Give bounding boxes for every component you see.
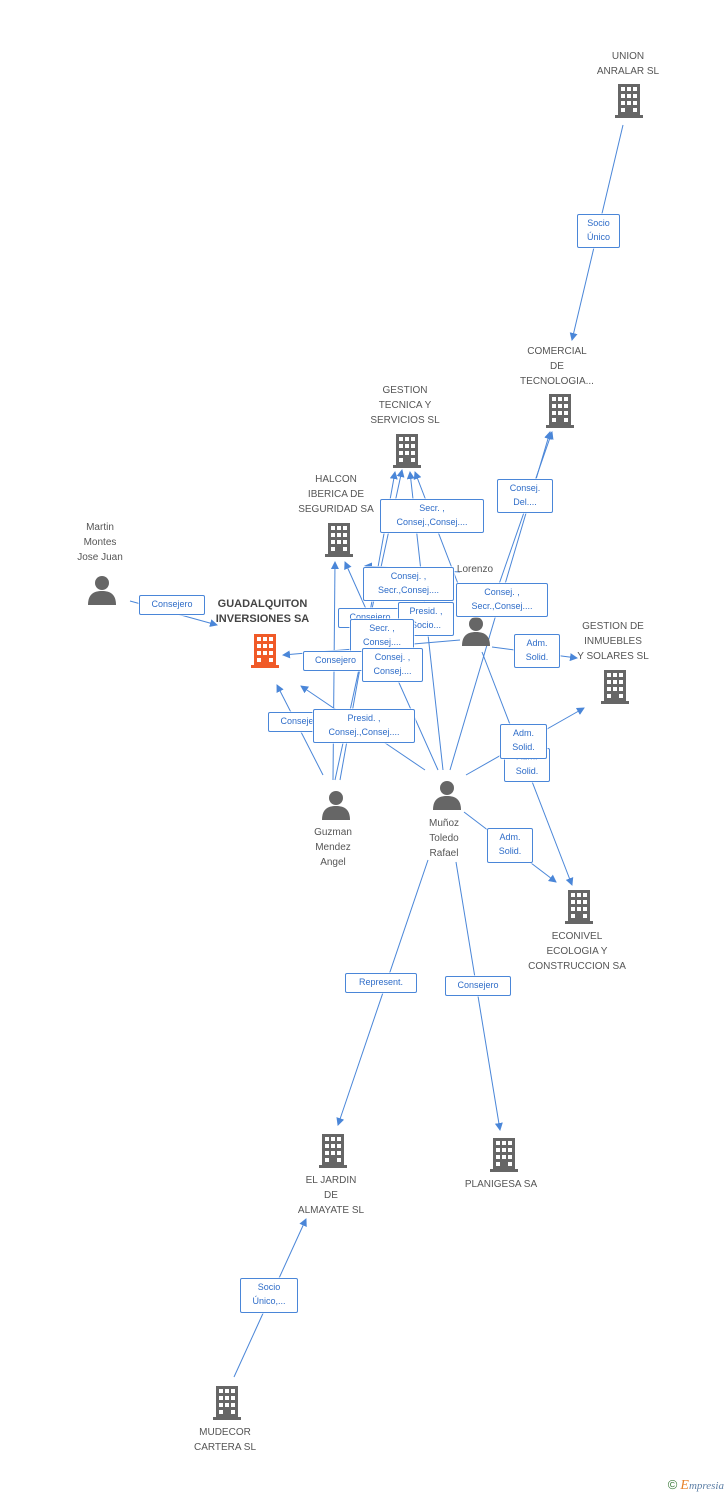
edge-label-consejero-guad1[interactable]: Consejero	[303, 651, 368, 671]
node-label-halcon-iberica[interactable]: HALCON IBERICA DE SEGURIDAD SA	[298, 474, 374, 515]
node-label-comercial-tecnologia[interactable]: COMERCIAL DE TECNOLOGIA...	[520, 346, 594, 387]
edge-label-consej-del[interactable]: Consej. Del....	[497, 479, 553, 513]
node-label-union-anralar[interactable]: UNION ANRALAR SL	[596, 51, 660, 77]
edge-label-consej-secr-consej[interactable]: Consej. , Secr.,Consej....	[363, 567, 454, 601]
copyright-symbol: ©	[667, 1477, 678, 1492]
econivel-building-icon[interactable]	[565, 890, 593, 924]
edge-label-adm-solid-econivel[interactable]: Adm. Solid.	[487, 828, 533, 863]
edge-guzman-halcon	[330, 561, 339, 781]
planigesa-building-icon[interactable]	[490, 1138, 518, 1172]
jardin-building-icon[interactable]	[319, 1134, 347, 1168]
edge-label-secr-consej[interactable]: Secr. , Consej....	[350, 619, 414, 653]
edge-label-adm-solid-munoz-inmuebles[interactable]: Adm. Solid.	[500, 724, 547, 759]
edge-label-presid-consej-consej[interactable]: Presid. , Consej.,Consej....	[313, 709, 415, 743]
node-label-lorenzo[interactable]: Lorenzo Navarro	[456, 564, 494, 575]
node-label-gestion-inmuebles[interactable]: GESTION DE INMUEBLES Y SOLARES SL	[577, 621, 649, 662]
edge-label-consej-consej[interactable]: Consej. , Consej....	[362, 648, 423, 682]
edge-munoz-planigesa	[455, 861, 503, 1131]
edge-label-consejero-martin[interactable]: Consejero	[139, 595, 205, 615]
node-label-planigesa[interactable]: PLANIGESA SA	[464, 1179, 538, 1190]
comercial-tecnologia-building-icon[interactable]	[546, 394, 574, 428]
edge-label-represent[interactable]: Represent.	[345, 973, 417, 993]
gestion-inmuebles-building-icon[interactable]	[601, 670, 629, 704]
node-label-gestion-tecnica[interactable]: GESTION TECNICA Y SERVICIOS SL	[370, 385, 440, 426]
gestion-tecnica-building-icon[interactable]	[393, 434, 421, 468]
edge-label-adm-solid-lorenzo[interactable]: Adm. Solid.	[514, 634, 560, 668]
guadalquiton-building-icon[interactable]	[251, 634, 279, 668]
node-label-munoz[interactable]: Muñoz Toledo Rafael	[428, 818, 459, 859]
edge-label-socio-unico-mudecor[interactable]: Socio Único,...	[240, 1278, 298, 1313]
node-icons	[88, 84, 643, 1420]
node-label-guadalquiton[interactable]: GUADALQUITON INVERSIONES SA	[215, 598, 310, 625]
edge-label-consej-secr-consej-lorenzo[interactable]: Consej. , Secr.,Consej....	[456, 583, 548, 617]
martin-montes-person-icon[interactable]	[88, 576, 116, 605]
node-label-econivel[interactable]: ECONIVEL ECOLOGIA Y CONSTRUCCION SA	[528, 931, 626, 972]
edge-label-secr-consej-consej[interactable]: Secr. , Consej.,Consej....	[380, 499, 484, 533]
node-label-guzman[interactable]: Guzman Mendez Angel	[314, 827, 352, 868]
guzman-person-icon[interactable]	[322, 791, 350, 820]
lorenzo-person-icon[interactable]	[462, 617, 490, 646]
munoz-person-icon[interactable]	[433, 781, 461, 810]
copyright-brand: ©Empresia	[668, 1477, 724, 1494]
node-label-jardin[interactable]: EL JARDIN DE ALMAYATE SL	[297, 1175, 365, 1216]
node-label-mudecor[interactable]: MUDECOR CARTERA SL	[193, 1427, 257, 1453]
edge-label-socio-unico[interactable]: Socio Único	[577, 214, 620, 248]
mudecor-building-icon[interactable]	[213, 1386, 241, 1420]
edge-label-consejero-planigesa[interactable]: Consejero	[445, 976, 511, 996]
node-label-martin-montes[interactable]: Martin Montes Jose Juan	[77, 522, 123, 563]
brand-logo-initial: E	[680, 1478, 689, 1493]
halcon-iberica-building-icon[interactable]	[325, 523, 353, 557]
union-anralar-building-icon[interactable]	[615, 84, 643, 118]
brand-logo-text: mpresia	[688, 1480, 724, 1492]
